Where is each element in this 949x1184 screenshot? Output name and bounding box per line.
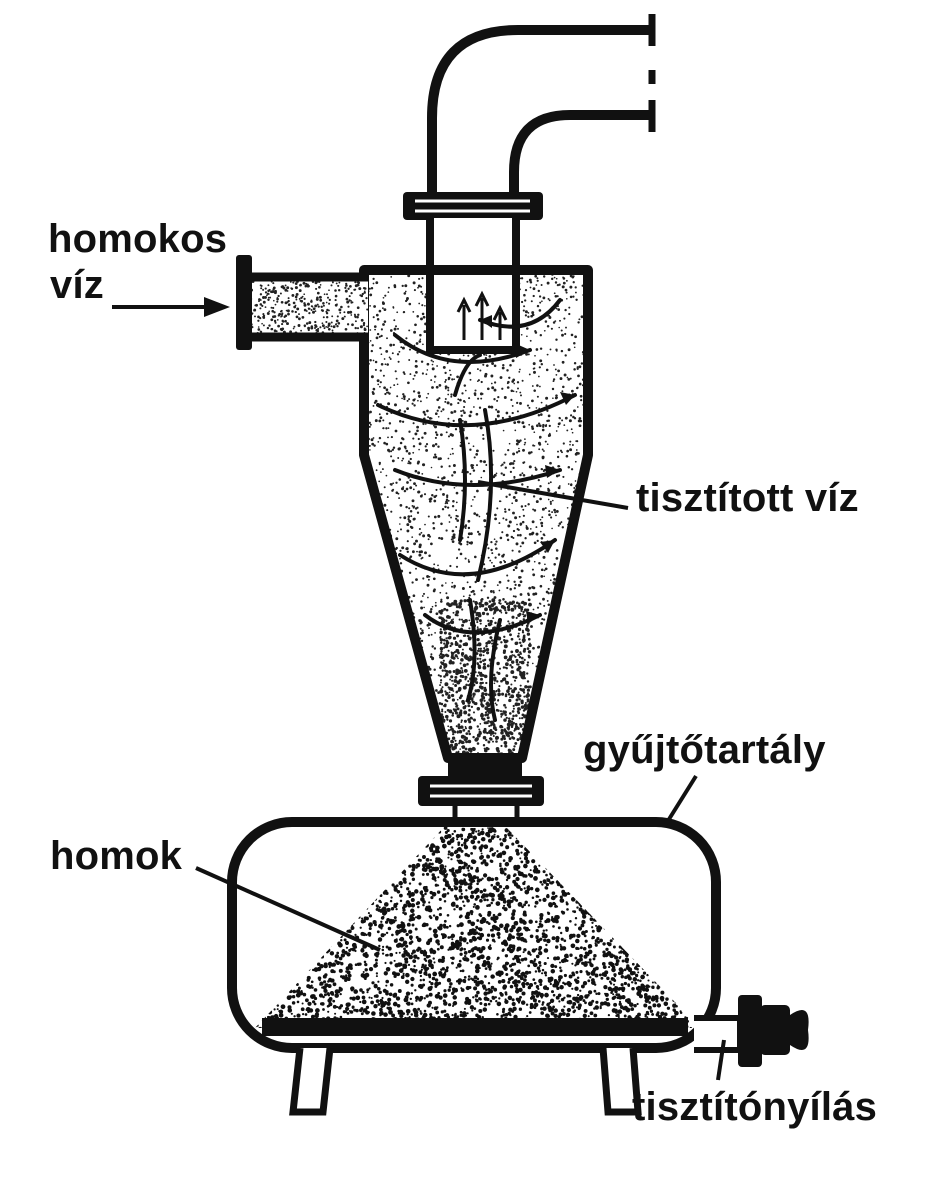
- cyclone-body: [359, 218, 593, 763]
- inlet-label-line2: víz: [50, 263, 104, 307]
- clean-water-leader: [477, 480, 629, 510]
- inlet-pipe: [236, 255, 368, 350]
- clean-water-label: tisztított víz: [636, 476, 859, 520]
- cleaning-opening-label: tisztítónyílás: [632, 1085, 878, 1129]
- cleaning-valve: [694, 995, 809, 1081]
- swirl-flow-arrows: [376, 298, 577, 722]
- vortex-up-arrows: [456, 290, 508, 340]
- collector-tank-label: gyűjtőtartály: [583, 728, 826, 772]
- outlet-pipe: [427, 25, 652, 198]
- collector-tank: [227, 817, 721, 1053]
- upper-flange: [403, 192, 543, 220]
- sand-leader: [195, 866, 381, 952]
- tank-leader: [664, 774, 698, 826]
- inlet-flow-arrow: [112, 297, 230, 317]
- inlet-label-line1: homokos: [48, 217, 228, 261]
- swirl-arrowheads: [480, 315, 575, 624]
- tank-legs: [289, 1047, 642, 1116]
- sand-label: homok: [50, 834, 183, 878]
- leader-lines: [195, 480, 698, 952]
